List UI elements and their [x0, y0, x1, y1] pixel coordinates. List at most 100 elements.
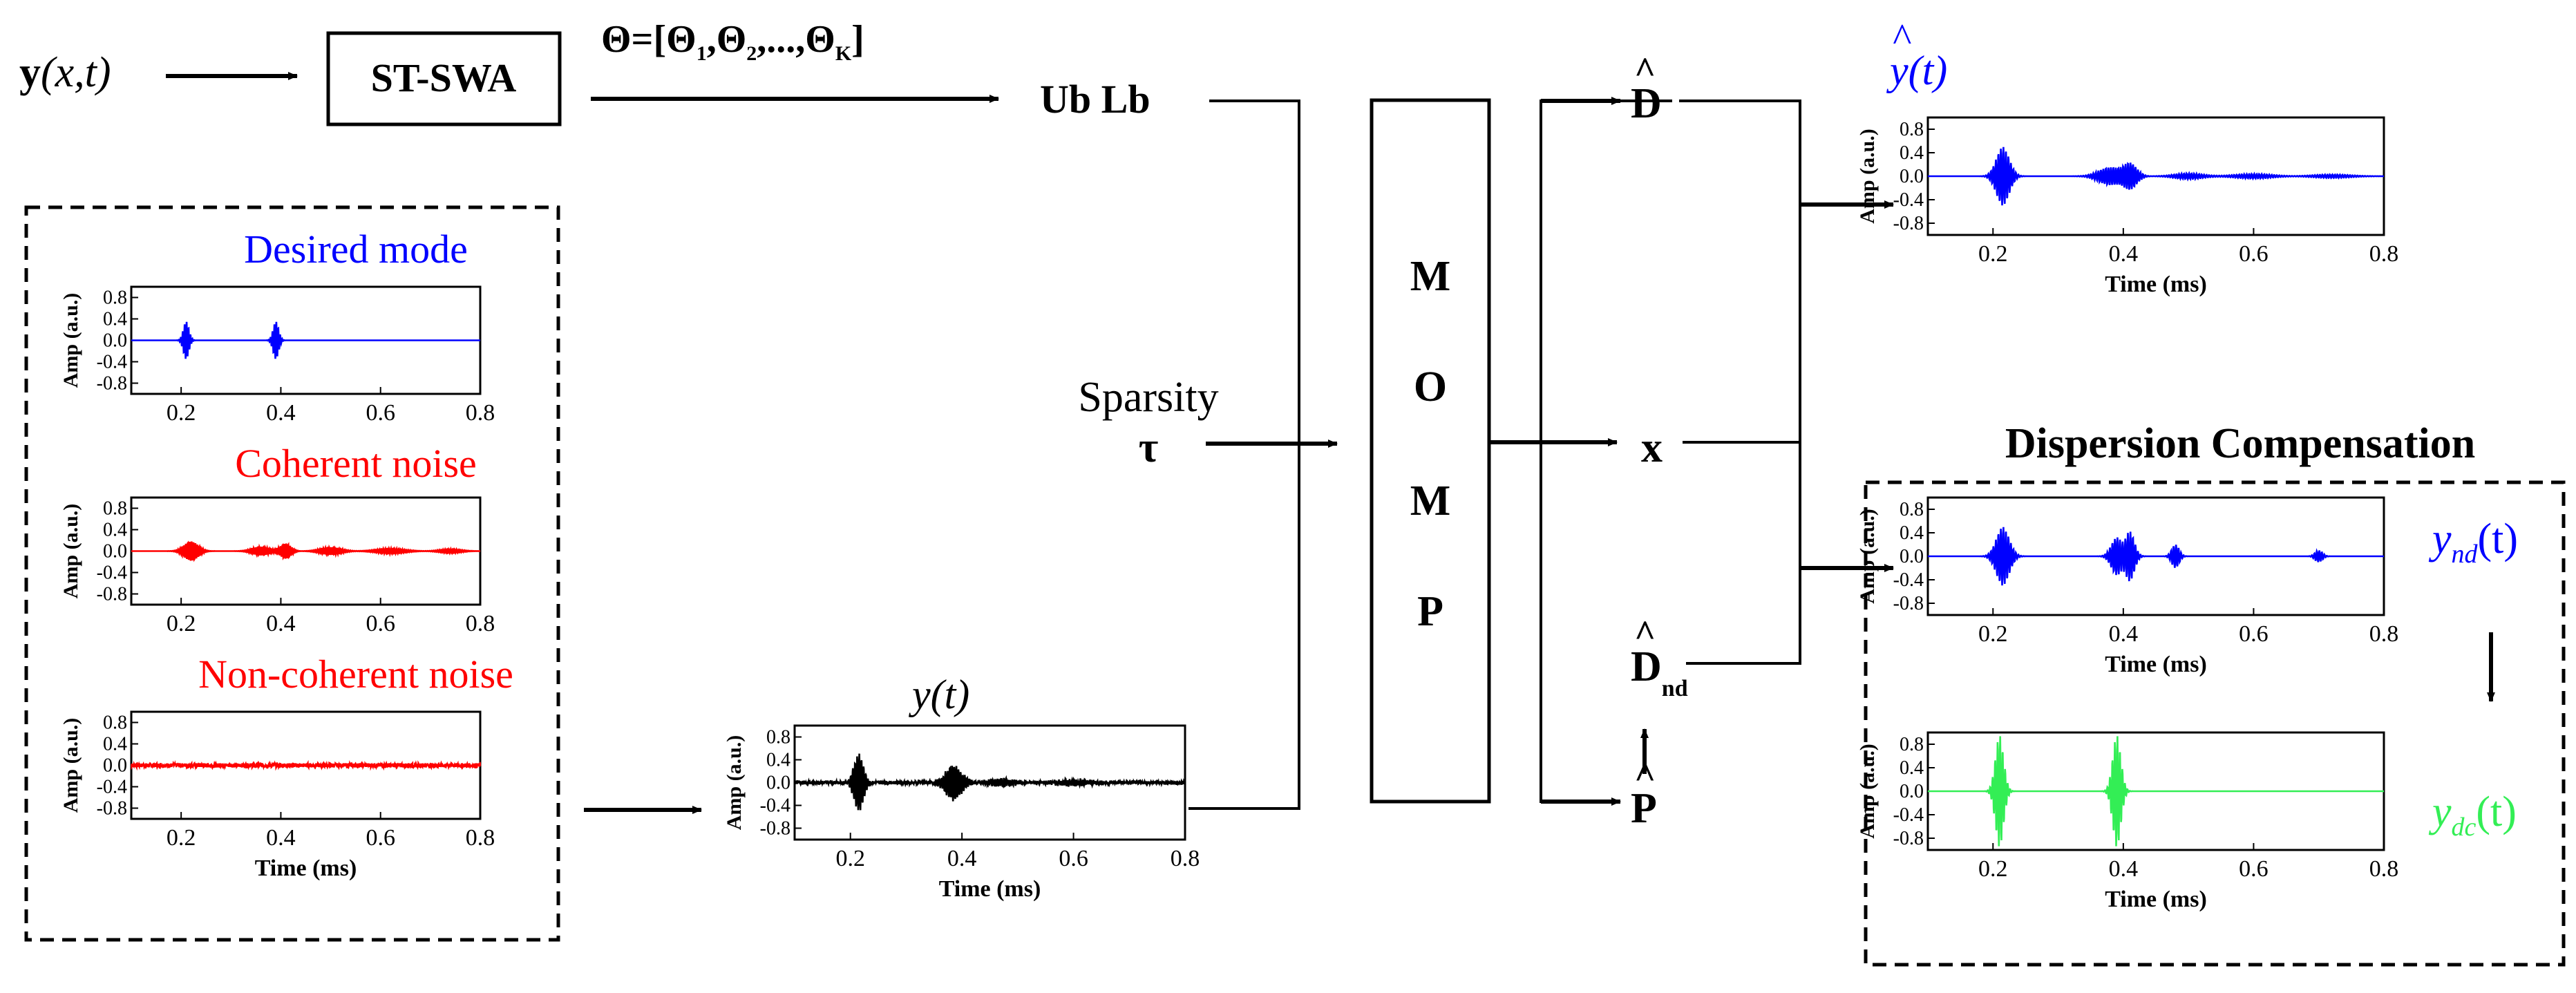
components-dashed-box [24, 205, 560, 942]
ytick-label-noncoherent: -0.4 [97, 777, 127, 798]
momp-block [1370, 98, 1491, 804]
waveform-compensated [1928, 736, 2384, 847]
d-nd-hat-label: Dnd [1631, 643, 1688, 701]
y-hat-label: y(t) [1886, 48, 1947, 93]
bounds-label: Ub Lb [1040, 77, 1150, 122]
xlabel-noncoherent: Time (ms) [255, 855, 357, 881]
ytick-label-coherent: 0.0 [103, 541, 127, 562]
xtick-label-compensated: 0.2 [1978, 856, 2008, 882]
ytick-label-compensated: 0.8 [1900, 734, 1924, 755]
xtick-label-compensated: 0.6 [2239, 856, 2269, 882]
xtick-label-noncoherent: 0.2 [167, 825, 196, 851]
ylabel-coherent: Amp (a.u.) [59, 504, 82, 599]
plot-title-noncoherent: Non-coherent noise [198, 652, 513, 697]
d-nd-hat-accent: ^ [1634, 613, 1656, 654]
xtick-label-compensated: 0.4 [2109, 856, 2139, 882]
ytick-label-nondispersive: -0.8 [1893, 593, 1924, 614]
xtick-label-desired: 0.6 [366, 400, 395, 426]
d-hat-accent: ^ [1634, 50, 1656, 91]
xtick-label-desired: 0.8 [466, 400, 495, 426]
ylabel-nondispersive: Amp (a.u.) [1856, 509, 1879, 604]
ytick-label-measured: -0.4 [760, 795, 790, 817]
ytick-label-compensated: 0.4 [1900, 757, 1924, 779]
xtick-label-nondispersive: 0.6 [2239, 621, 2269, 647]
sparsity-symbol: τ [1139, 424, 1159, 471]
xlabel-nondispersive: Time (ms) [2105, 652, 2207, 677]
waveform-desired [131, 321, 480, 359]
ytick-label-coherent: 0.4 [103, 520, 127, 541]
xtick-label-coherent: 0.6 [366, 611, 395, 636]
xtick-label-measured: 0.4 [947, 846, 977, 871]
waveform-measured [793, 753, 1186, 811]
ytick-label-desired: 0.4 [103, 309, 127, 330]
xtick-label-reconstructed: 0.8 [2369, 241, 2399, 267]
y-dc-label: ydc(t) [2428, 788, 2517, 842]
xtick-label-noncoherent: 0.4 [266, 825, 296, 851]
momp-letter-o: O [1414, 363, 1447, 410]
waveform-reconstructed [1928, 146, 2384, 206]
xlabel-compensated: Time (ms) [2105, 887, 2207, 912]
ytick-label-reconstructed: 0.0 [1900, 166, 1924, 187]
xtick-label-measured: 0.6 [1059, 846, 1088, 871]
ytick-label-coherent: -0.8 [97, 584, 127, 605]
plot-title-desired: Desired mode [244, 227, 468, 272]
ylabel-measured: Amp (a.u.) [723, 735, 746, 831]
momp-letter-m2: M [1410, 477, 1451, 524]
ylabel-desired: Amp (a.u.) [59, 293, 82, 388]
xtick-label-measured: 0.2 [835, 846, 865, 871]
ylabel-noncoherent: Amp (a.u.) [59, 718, 82, 813]
ytick-label-reconstructed: -0.8 [1893, 213, 1924, 234]
xtick-label-reconstructed: 0.2 [1978, 241, 2008, 267]
ytick-label-compensated: -0.4 [1893, 804, 1924, 826]
y-hat-accent: ^ [1892, 15, 1911, 60]
xtick-label-nondispersive: 0.4 [2109, 621, 2139, 647]
ytick-label-nondispersive: -0.4 [1893, 569, 1924, 591]
ytick-label-measured: 0.4 [766, 750, 790, 771]
theta-set-label: Θ=[Θ1,Θ2,...,ΘK] [601, 18, 864, 65]
xtick-label-reconstructed: 0.6 [2239, 241, 2269, 267]
ytick-label-noncoherent: 0.8 [103, 712, 127, 734]
y-t-label: y(t) [908, 672, 969, 717]
xtick-label-noncoherent: 0.6 [366, 825, 395, 851]
ytick-label-desired: 0.8 [103, 287, 127, 309]
ytick-label-noncoherent: 0.0 [103, 755, 127, 777]
plot-title-coherent: Coherent noise [235, 441, 477, 486]
waveform-noncoherent [130, 759, 482, 771]
p-hat-accent: ^ [1634, 755, 1656, 796]
ylabel-reconstructed: Amp (a.u.) [1856, 129, 1879, 224]
xtick-label-desired: 0.2 [167, 400, 196, 426]
dispersion-dashed-box [1864, 480, 2566, 967]
dispersion-title: Dispersion Compensation [2005, 420, 2475, 467]
ytick-label-nondispersive: 0.0 [1900, 546, 1924, 567]
ytick-label-coherent: -0.4 [97, 562, 127, 584]
st-swa-block [326, 31, 562, 126]
waveform-coherent [131, 540, 481, 562]
ytick-label-measured: -0.8 [760, 818, 790, 840]
xtick-label-measured: 0.8 [1171, 846, 1200, 871]
sparsity-label: Sparsity [1078, 374, 1218, 421]
d-hat-label: D [1631, 80, 1662, 127]
input-label: y(x,t) [19, 49, 111, 96]
waveform-nondispersive [1928, 527, 2384, 586]
st-swa-label: ST-SWA [371, 55, 517, 100]
p-hat-label: P [1631, 785, 1657, 832]
xlabel-reconstructed: Time (ms) [2105, 272, 2207, 297]
xlabel-measured: Time (ms) [939, 876, 1041, 902]
ytick-label-noncoherent: 0.4 [103, 734, 127, 755]
ytick-label-noncoherent: -0.8 [97, 798, 127, 820]
ytick-label-desired: -0.8 [97, 373, 127, 395]
y-nd-label: ynd(t) [2428, 516, 2518, 569]
ytick-label-compensated: -0.8 [1893, 828, 1924, 849]
ytick-label-measured: 0.8 [766, 727, 790, 748]
ytick-label-reconstructed: 0.4 [1900, 142, 1924, 164]
xtick-label-desired: 0.4 [266, 400, 296, 426]
xtick-label-reconstructed: 0.4 [2109, 241, 2139, 267]
ytick-label-reconstructed: -0.4 [1893, 189, 1924, 211]
